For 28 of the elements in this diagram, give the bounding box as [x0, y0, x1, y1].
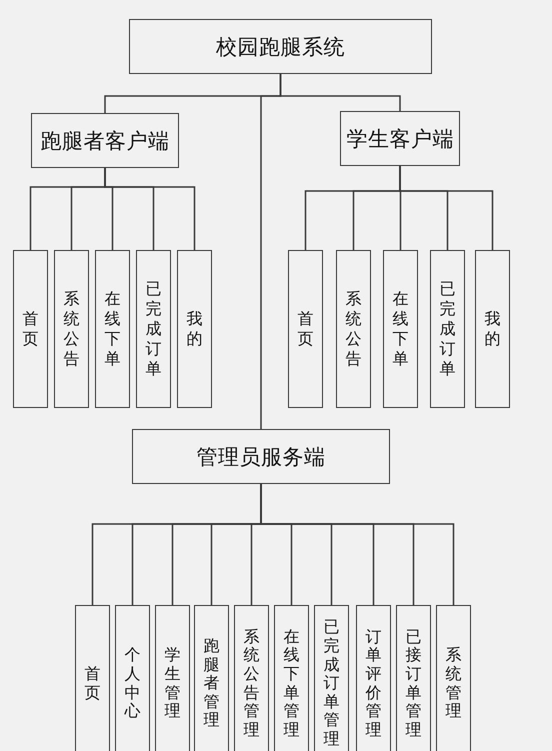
module-box: 我的: [177, 250, 212, 408]
module-box: 系统公告: [336, 250, 371, 408]
module-box: 已完成订单: [136, 250, 171, 408]
module-box: 在线下单管理: [274, 605, 309, 751]
module-box: 在线下单: [383, 250, 418, 408]
connector-line: [399, 166, 494, 250]
root-box: 校园跑腿系统: [129, 19, 432, 74]
module-box: 我的: [475, 250, 510, 408]
module-box: 学生管理: [155, 605, 190, 751]
module-box: 已完成订单: [430, 250, 465, 408]
module-box: 系统公告管理: [234, 605, 269, 751]
module-box: 订单评价管理: [356, 605, 391, 751]
module-box: 系统公告: [54, 250, 89, 408]
module-box: 首页: [288, 250, 323, 408]
branch-box: 管理员服务端: [132, 429, 390, 484]
module-box: 首页: [75, 605, 110, 751]
module-box: 已完成订单管理: [314, 605, 349, 751]
module-box: 在线下单: [95, 250, 130, 408]
module-box: 已接订单管理: [396, 605, 431, 751]
connector-line: [260, 74, 282, 429]
branch-box: 学生客户端: [340, 111, 460, 166]
connector-line: [260, 484, 454, 605]
branch-box: 跑腿者客户端: [31, 113, 179, 168]
module-box: 个人中心: [115, 605, 150, 751]
connector-line: [104, 168, 196, 250]
module-box: 系统管理: [436, 605, 471, 751]
module-box: 跑腿者管理: [194, 605, 229, 751]
module-box: 首页: [13, 250, 48, 408]
